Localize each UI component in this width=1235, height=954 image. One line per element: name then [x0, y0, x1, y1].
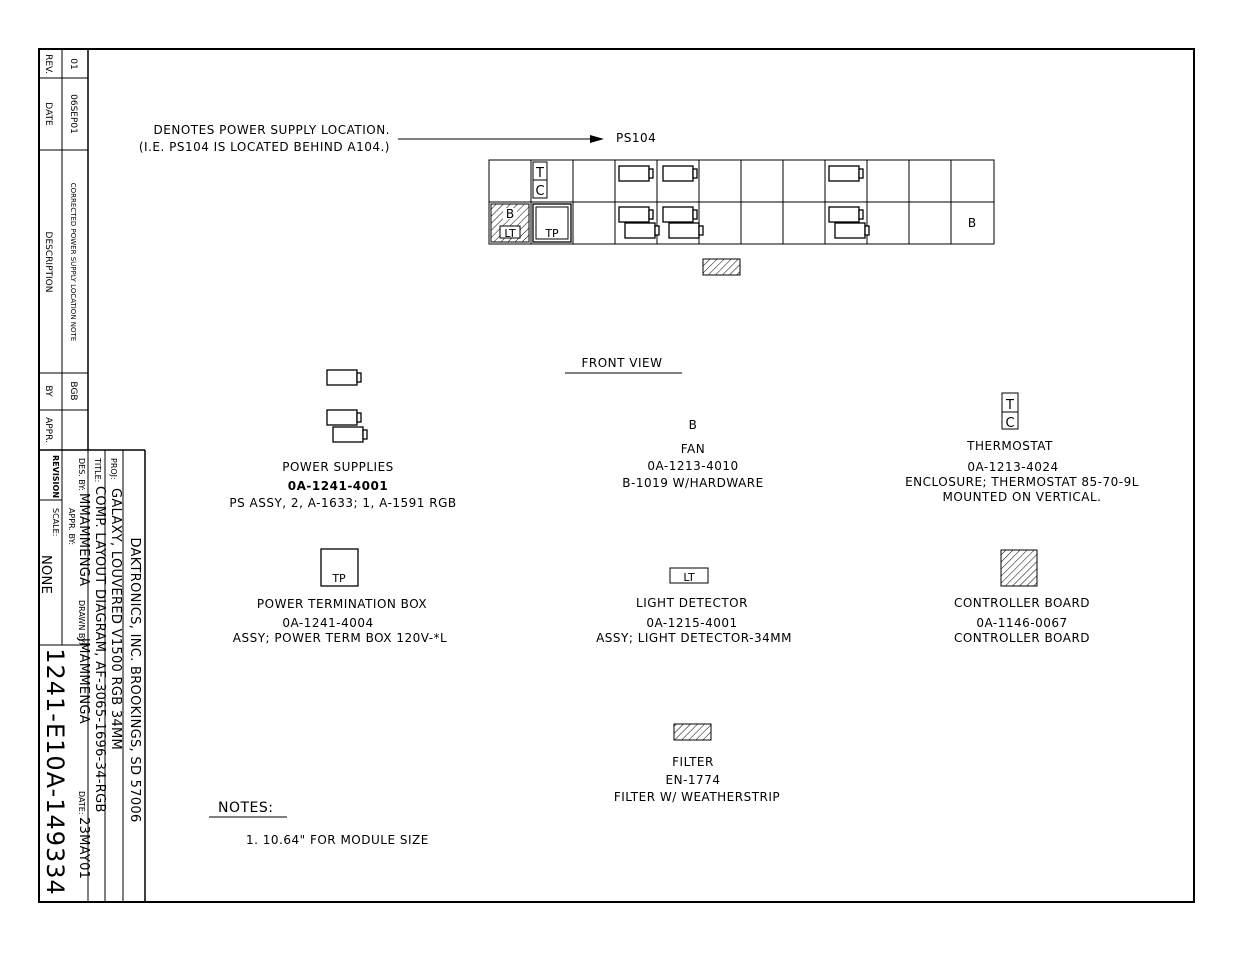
legend-fan: B FAN 0A-1213-4010 B-1019 W/HARDWARE: [622, 418, 763, 490]
by-header: BY: [43, 385, 53, 397]
grid-controller-board-symbol: B LT: [490, 203, 530, 243]
grid-light-detector-label: LT: [504, 227, 516, 240]
fan-symbol: B: [689, 418, 698, 432]
thermostat-name: THERMOSTAT: [966, 439, 1053, 453]
drawn-label: DRAWN BY:: [77, 600, 86, 644]
filter-name: FILTER: [672, 755, 714, 769]
filter-icon: [673, 723, 712, 741]
drawing-date: 23MAY01: [76, 817, 91, 879]
scale-label: SCALE:: [51, 508, 60, 536]
project-name: GALAXY, LOUVERED V1500 RGB 34MM: [108, 488, 123, 750]
power-supply-icon: [332, 426, 368, 443]
power-termination-box-part: 0A-1241-4004: [282, 616, 373, 630]
description-header: DESCRIPTION: [43, 232, 53, 293]
power-supplies-part: 0A-1241-4001: [288, 479, 388, 493]
notes-section: NOTES: 1. 10.64" FOR MODULE SIZE: [209, 800, 429, 847]
power-supplies-desc: PS ASSY, 2, A-1633; 1, A-1591 RGB: [229, 496, 456, 510]
drawing-title: COMP. LAYOUT DIAGRAM, AF-3065-1696-34-RG…: [92, 486, 107, 813]
appr-by-label: APPR. BY:: [67, 508, 76, 545]
svg-text:TP: TP: [331, 572, 346, 585]
annotation-line-1: DENOTES POWER SUPPLY LOCATION.: [154, 123, 390, 137]
grid-fan-symbol: B: [968, 216, 976, 230]
grid-power-supply-stack-icon: [662, 206, 704, 239]
filter-desc: FILTER W/ WEATHERSTRIP: [614, 790, 780, 804]
appr-header: APPR.: [43, 417, 53, 443]
fan-part: 0A-1213-4010: [647, 459, 738, 473]
thermostat-desc: ENCLOSURE; THERMOSTAT 85-70-9L: [905, 475, 1139, 489]
svg-text:C: C: [1005, 416, 1014, 431]
description-value: CORRECTED POWER SUPPLY LOCATION NOTE: [69, 183, 77, 341]
des-label: DES. BY:: [77, 458, 86, 491]
thermostat-part: 0A-1213-4024: [967, 460, 1058, 474]
thermostat-note: MOUNTED ON VERTICAL.: [943, 490, 1102, 504]
light-detector-desc: ASSY; LIGHT DETECTOR-34MM: [596, 631, 792, 645]
title-block: DAKTRONICS, INC. BROOKINGS, SD 57006 PRO…: [38, 450, 146, 903]
by-value: BGB: [68, 381, 78, 400]
thermostat-icon: T C: [1001, 392, 1019, 431]
controller-board-part: 0A-1146-0067: [976, 616, 1067, 630]
drafter: JMAMMENGA: [76, 637, 91, 724]
annotation-target: PS104: [616, 131, 656, 145]
svg-text:T: T: [535, 166, 544, 181]
svg-text:C: C: [535, 184, 544, 199]
drawing-number: 1241-E10A-149334: [41, 648, 69, 896]
fan-name: FAN: [681, 442, 706, 456]
svg-text:LT: LT: [683, 571, 695, 584]
revision-label: REVISION: [51, 455, 60, 498]
svg-text:B: B: [506, 207, 514, 221]
front-view-title: FRONT VIEW: [581, 356, 662, 370]
svg-text:T: T: [1005, 398, 1014, 413]
date-header: DATE: [43, 102, 53, 126]
legend-light-detector: LT LIGHT DETECTOR 0A-1215-4001 ASSY; LIG…: [596, 567, 792, 645]
power-supplies-name: POWER SUPPLIES: [282, 460, 394, 474]
grid-power-termination-box-symbol: TP: [532, 203, 572, 243]
grid-power-supply-icon: [828, 165, 864, 182]
grid-power-supply-stack-icon: [618, 206, 660, 239]
rev-header: REV.: [43, 54, 53, 74]
controller-board-desc: CONTROLLER BOARD: [954, 631, 1090, 645]
power-supply-annotation: DENOTES POWER SUPPLY LOCATION. (I.E. PS1…: [139, 123, 656, 154]
controller-board-icon: [1000, 549, 1038, 587]
power-termination-box-icon: TP: [320, 548, 359, 587]
grid-filter-symbol: [702, 258, 741, 276]
legend-filter: FILTER EN-1774 FILTER W/ WEATHERSTRIP: [614, 723, 780, 804]
revision-block: REV. DATE DESCRIPTION BY APPR. 01 06SEP0…: [38, 50, 145, 451]
front-view-grid: T C B LT TP: [488, 159, 995, 245]
arrow-head-icon: [590, 135, 604, 143]
annotation-line-2: (I.E. PS104 IS LOCATED BEHIND A104.): [139, 140, 390, 154]
controller-board-name: CONTROLLER BOARD: [954, 596, 1090, 610]
legend-power-termination-box: TP POWER TERMINATION BOX 0A-1241-4004 AS…: [233, 548, 448, 645]
date-label: DATE:: [77, 791, 86, 815]
power-termination-box-name: POWER TERMINATION BOX: [257, 597, 427, 611]
fan-desc: B-1019 W/HARDWARE: [622, 476, 763, 490]
power-supply-icon: [326, 369, 362, 386]
company-name: DAKTRONICS, INC. BROOKINGS, SD 57006: [127, 537, 142, 822]
filter-part: EN-1774: [666, 773, 721, 787]
grid-power-supply-icon: [618, 165, 654, 182]
grid-power-supply-icon: [662, 165, 698, 182]
date-value: 06SEP01: [68, 94, 78, 134]
light-detector-icon: LT: [669, 567, 709, 584]
notes-heading: NOTES:: [218, 800, 274, 816]
designer: MMAMMENGA: [76, 493, 91, 586]
drawing-sheet-border: [38, 48, 1195, 903]
light-detector-part: 0A-1215-4001: [646, 616, 737, 630]
note-item: 1. 10.64" FOR MODULE SIZE: [246, 833, 429, 847]
svg-text:TP: TP: [544, 227, 559, 240]
legend-power-supplies: POWER SUPPLIES 0A-1241-4001 PS ASSY, 2, …: [229, 369, 456, 510]
scale-value: NONE: [38, 555, 53, 594]
power-supply-icon: [326, 409, 362, 426]
proj-label: PROJ:: [109, 458, 118, 480]
title-label: TITLE:: [93, 457, 102, 482]
legend-thermostat: T C THERMOSTAT 0A-1213-4024 ENCLOSURE; T…: [905, 392, 1139, 504]
legend-controller-board: CONTROLLER BOARD 0A-1146-0067 CONTROLLER…: [954, 549, 1090, 645]
power-termination-box-desc: ASSY; POWER TERM BOX 120V-*L: [233, 631, 448, 645]
grid-thermostat-symbol: T C: [532, 161, 548, 199]
rev-value: 01: [68, 58, 78, 69]
light-detector-name: LIGHT DETECTOR: [636, 596, 748, 610]
grid-power-supply-stack-icon: [828, 206, 870, 239]
